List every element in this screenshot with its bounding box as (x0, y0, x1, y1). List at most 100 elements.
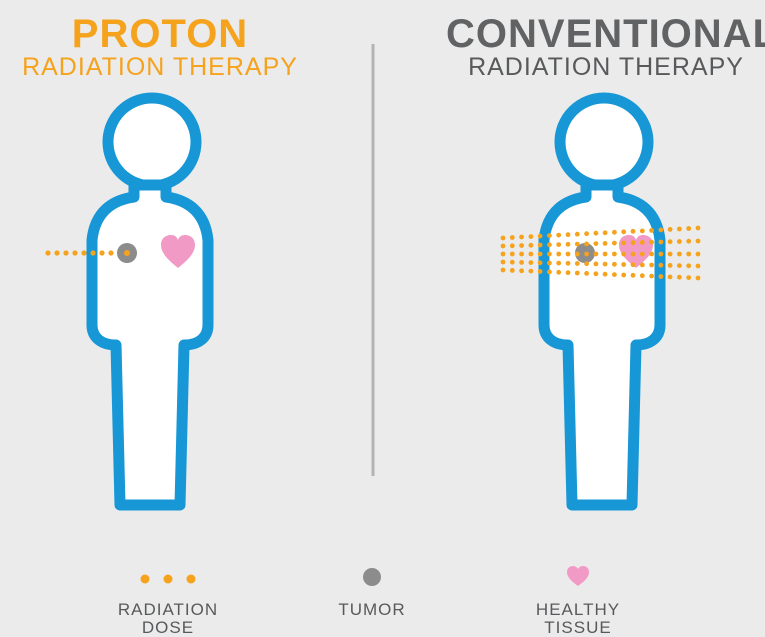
legend-heart-icon (567, 566, 589, 586)
conventional-beam-dot (696, 239, 701, 244)
conventional-beam-dot (510, 260, 515, 265)
legend-radiation-line2: DOSE (142, 618, 194, 637)
conventional-beam-dot (686, 226, 691, 231)
conventional-beam-dot (696, 226, 701, 231)
conventional-beam-dot (668, 275, 673, 280)
proton-beam (45, 250, 122, 255)
conventional-beam-dot (594, 271, 599, 276)
conventional-beam-dot (677, 252, 682, 257)
conventional-beam-dot (594, 252, 599, 257)
conventional-beam-dot (649, 252, 654, 257)
conventional-beam-dot (668, 263, 673, 268)
conventional-beam-dot (556, 270, 561, 275)
conventional-beam-dot (603, 272, 608, 277)
proton-figure-head (108, 98, 196, 186)
conventional-beam-dot (640, 273, 645, 278)
conventional-beam-dot (603, 241, 608, 246)
conventional-figure (501, 98, 701, 505)
conventional-beam-dot (538, 269, 543, 274)
conventional-beam-dot (677, 227, 682, 232)
legend-healthy-label: HEALTHY TISSUE (518, 601, 638, 637)
conventional-beam-dot (621, 262, 626, 267)
conventional-beam-dot (621, 252, 626, 257)
conventional-beam-dot (501, 236, 506, 241)
conventional-beam-dot (529, 252, 534, 257)
conventional-beam-dot (575, 232, 580, 237)
conventional-beam-dot (556, 233, 561, 238)
conventional-beam-dot (603, 252, 608, 257)
conventional-beam-dot (575, 252, 580, 257)
conventional-beam-dot (649, 228, 654, 233)
proton-figure (45, 98, 208, 505)
conventional-beam-dot (566, 270, 571, 275)
legend-radiation-dose-icon (141, 575, 196, 584)
conventional-beam-dot (612, 230, 617, 235)
conventional-beam-dot (640, 240, 645, 245)
conventional-beam-dot (529, 260, 534, 265)
conventional-beam-dot (575, 261, 580, 266)
conventional-beam-dot (584, 252, 589, 257)
conventional-beam-dot (538, 234, 543, 239)
conventional-beam-dot (547, 270, 552, 275)
legend-tumor-label: TUMOR (322, 601, 422, 619)
conventional-beam-dot (659, 228, 664, 233)
conventional-beam-dot (659, 263, 664, 268)
conventional-beam-dot (631, 229, 636, 234)
conventional-beam-dot (510, 268, 515, 273)
conventional-beam-dot (631, 262, 636, 267)
conventional-beam-dot (677, 239, 682, 244)
conventional-beam-dot (538, 260, 543, 265)
conventional-beam-dot (529, 243, 534, 248)
conventional-beam-dot (519, 235, 524, 240)
conventional-beam-dot (640, 252, 645, 257)
conventional-beam-dot (686, 239, 691, 244)
conventional-beam-dot (510, 235, 515, 240)
conventional-beam-dot (686, 263, 691, 268)
conventional-beam-dot (501, 260, 506, 265)
proton-beam-endpoint (124, 250, 130, 256)
conventional-beam-dot (649, 240, 654, 245)
conventional-beam-dot (631, 252, 636, 257)
conventional-beam-dot (556, 252, 561, 257)
proton-figure-body (92, 185, 208, 505)
conventional-beam-dot (519, 252, 524, 257)
conventional-beam-dot (566, 232, 571, 237)
conventional-beam-dot (584, 261, 589, 266)
conventional-beam-dot (594, 262, 599, 267)
conventional-beam-dot (556, 242, 561, 247)
conventional-beam-dot (584, 271, 589, 276)
conventional-beam-dot (510, 243, 515, 248)
conventional-beam-dot (649, 274, 654, 279)
conventional-beam-dot (677, 275, 682, 280)
conventional-beam-dot (621, 273, 626, 278)
conventional-beam-dot (538, 243, 543, 248)
conventional-beam-dot (547, 252, 552, 257)
conventional-figure-head (560, 98, 648, 186)
conventional-beam-dot (631, 240, 636, 245)
conventional-beam-dot (519, 260, 524, 265)
conventional-beam-dot (584, 231, 589, 236)
conventional-beam-dot (621, 229, 626, 234)
conventional-beam-dot (603, 262, 608, 267)
conventional-beam-dot (612, 252, 617, 257)
conventional-beam-dot (547, 233, 552, 238)
conventional-beam-dot (566, 252, 571, 257)
conventional-beam-dot (686, 275, 691, 280)
legend-radiation-line1: RADIATION (118, 600, 218, 619)
conventional-beam-dot (547, 261, 552, 266)
conventional-beam-dot (612, 262, 617, 267)
conventional-beam-dot (668, 239, 673, 244)
conventional-beam-dot (696, 276, 701, 281)
conventional-beam-dot (566, 261, 571, 266)
conventional-beam-dot (501, 252, 506, 257)
conventional-beam-dot (519, 268, 524, 273)
conventional-beam-dot (659, 252, 664, 257)
conventional-beam-dot (640, 229, 645, 234)
conventional-beam-dot (603, 230, 608, 235)
conventional-beam-dot (696, 264, 701, 269)
legend-tumor-icon (363, 568, 381, 586)
conventional-beam-dot (686, 252, 691, 257)
conventional-beam-dot (538, 252, 543, 257)
legend-healthy-line1: HEALTHY (536, 600, 620, 619)
